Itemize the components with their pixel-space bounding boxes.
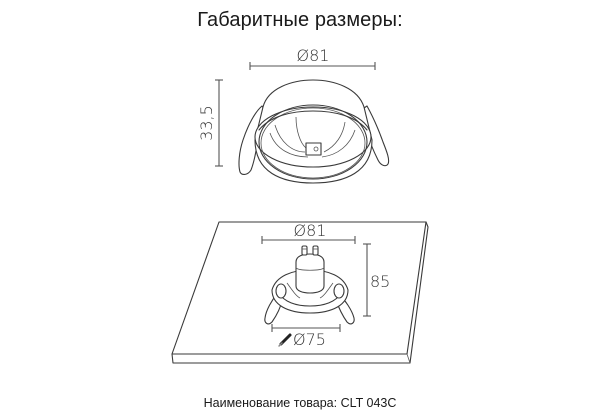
cutout-diameter-label: Ø75	[293, 330, 326, 349]
page-title: Габаритные размеры:	[197, 9, 403, 31]
socket-holder	[305, 142, 322, 156]
installed-diameter-label: Ø81	[294, 221, 327, 240]
lamp-pin-right	[312, 245, 319, 256]
lamp-pin-left	[301, 245, 308, 256]
top-diameter-label: Ø81	[297, 46, 330, 65]
depth-dimension: 85	[363, 243, 390, 317]
product-name: Наименование товара: CLT 043C	[203, 396, 397, 410]
top-view-diagram: Ø81 33,5	[197, 46, 390, 184]
installed-view-diagram: Ø81 85	[171, 221, 429, 364]
ceiling-panel	[171, 221, 429, 364]
drill-icon	[278, 333, 292, 347]
installed-diameter-dimension: Ø81	[261, 221, 356, 244]
top-height-label: 33,5	[197, 105, 216, 141]
cutout-dimension: Ø75	[271, 324, 341, 349]
depth-label: 85	[370, 272, 390, 291]
top-height-dimension: 33,5	[197, 79, 223, 167]
top-diameter-dimension: Ø81	[249, 46, 376, 70]
installed-fixture	[264, 245, 355, 325]
housing-rim	[254, 106, 372, 168]
